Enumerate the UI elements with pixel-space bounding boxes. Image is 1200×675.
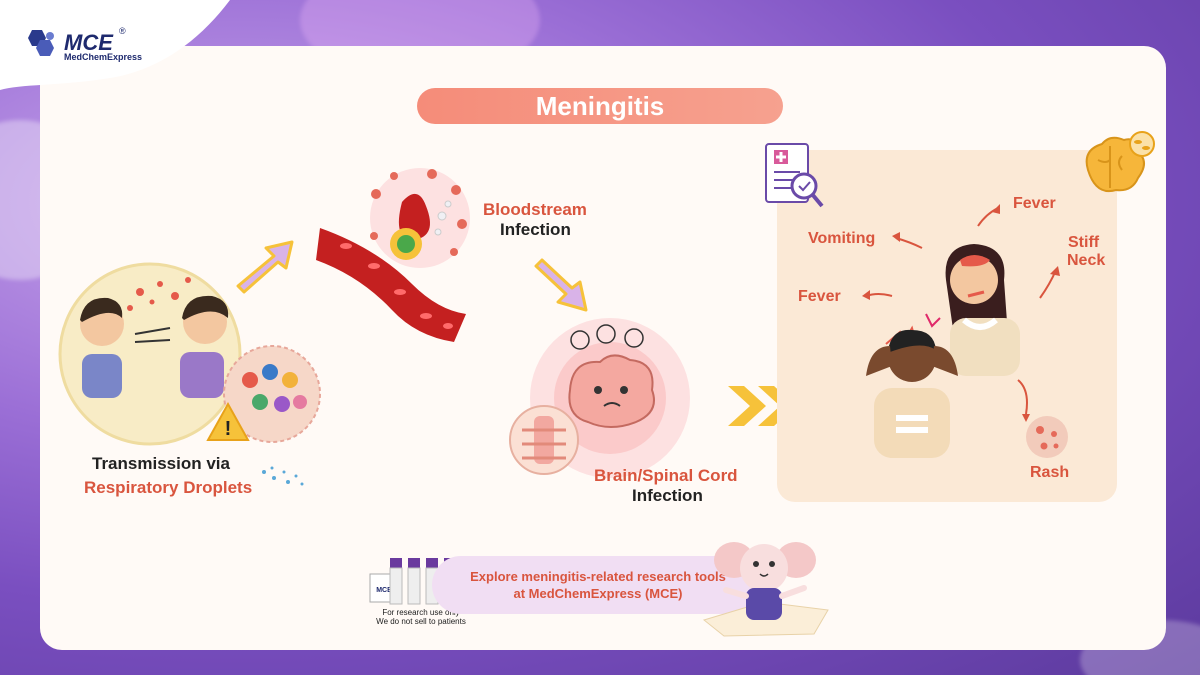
droplet-spray-icon <box>262 466 304 486</box>
registered-mark: ® <box>119 26 126 36</box>
svg-text:!: ! <box>225 418 232 440</box>
symptom-fever-left: Fever <box>798 288 841 305</box>
brain-label-line2: Infection <box>632 486 703 505</box>
symptom-fever-top: Fever <box>1013 195 1056 212</box>
transmission-label-line1: Transmission via <box>92 454 230 473</box>
sick-woman-illustration <box>945 244 1020 376</box>
medical-report-icon <box>765 143 824 208</box>
explore-line2: at MedChemExpress (MCE) <box>513 586 683 601</box>
mce-logo-icon <box>28 30 54 56</box>
brand-name: MCE <box>64 30 113 55</box>
arrow-up-right-icon <box>236 240 294 294</box>
symptom-arrows <box>862 204 1060 422</box>
brain-icon <box>1085 131 1155 192</box>
logo-banner <box>0 0 230 90</box>
bloodstream-label-line2: Infection <box>500 220 571 239</box>
brain-infection-illustration <box>509 318 690 478</box>
symptom-rash: Rash <box>1030 464 1070 481</box>
brand-subtitle: MedChemExpress <box>64 52 143 62</box>
explore-line1: Explore meningitis-related research tool… <box>470 569 726 584</box>
rash-illustration <box>1026 416 1068 458</box>
arrow-down-right-icon <box>534 258 588 312</box>
bloodstream-label-line1: Bloodstream <box>483 200 587 219</box>
explore-banner-text[interactable]: Explore meningitis-related research tool… <box>448 568 748 602</box>
transmission-illustration: ! <box>58 262 321 446</box>
research-use-note: For research use only <box>382 608 460 617</box>
not-for-patients-note: We do not sell to patients <box>376 617 466 626</box>
symptom-vomiting: Vomiting <box>808 230 876 247</box>
mascot-illustration <box>702 542 829 637</box>
blood-vessel-illustration <box>316 228 466 342</box>
page-title: Meningitis <box>417 88 783 124</box>
brain-label-line1: Brain/Spinal Cord <box>594 466 738 485</box>
svg-text:MCE: MCE <box>376 587 392 594</box>
symptom-stiff-neck-line2: Neck <box>1067 252 1106 269</box>
pathogen-cluster-illustration <box>370 168 470 268</box>
transmission-label-line2: Respiratory Droplets <box>84 478 253 497</box>
sick-man-illustration <box>866 313 958 458</box>
explore-banner[interactable] <box>432 556 766 614</box>
symptom-stiff-neck-line1: Stiff <box>1068 234 1100 251</box>
